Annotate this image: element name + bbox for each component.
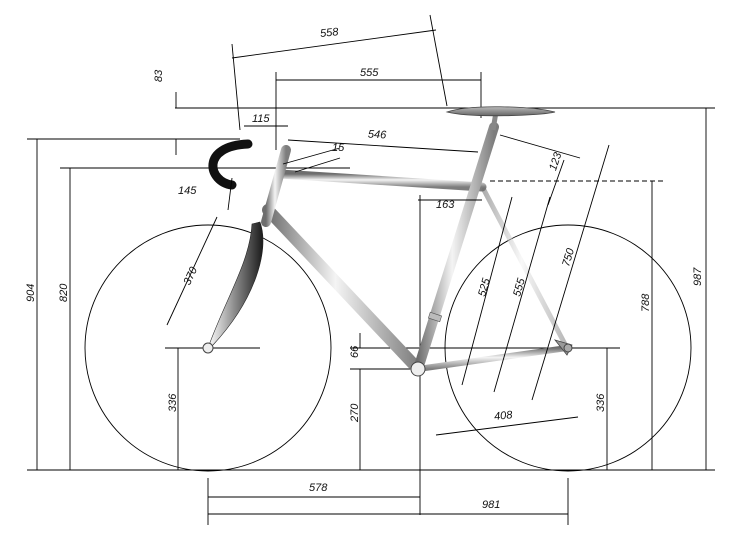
rear-axle xyxy=(563,343,573,353)
dim-top-tube: 546 xyxy=(368,128,388,141)
dim-seat-tube-b: 555 xyxy=(511,276,528,298)
dim-stem-angle: 15 xyxy=(332,142,345,154)
fork xyxy=(207,221,264,349)
dim-rear-axle-height: 336 xyxy=(595,393,607,412)
dim-top-right-span: 555 xyxy=(360,67,379,79)
dim-front-center: 578 xyxy=(309,482,328,494)
dim-top-tube-height: 788 xyxy=(640,293,652,312)
seatstay xyxy=(481,187,570,351)
dimension-lines xyxy=(36,14,707,515)
seat-tube xyxy=(413,122,499,374)
frame xyxy=(261,122,573,377)
dim-bb-offset: 163 xyxy=(436,199,455,211)
dim-bar-drop: 145 xyxy=(178,185,197,197)
dim-wheelbase: 981 xyxy=(482,499,500,511)
dimension-labels: 558 555 83 115 546 15 145 123 163 370 52… xyxy=(25,26,704,511)
handlebar-drop xyxy=(208,139,253,190)
dim-bb-height: 270 xyxy=(349,403,361,423)
saddle xyxy=(445,106,556,117)
down-tube xyxy=(262,204,424,375)
dim-top-left-span: 558 xyxy=(320,26,340,40)
dim-saddle-height: 750 xyxy=(560,246,577,268)
dim-seat-tube-a: 525 xyxy=(476,276,493,298)
dim-bb-drop: 66 xyxy=(349,345,361,358)
front-wheel xyxy=(84,224,332,472)
bottom-bracket xyxy=(410,361,426,377)
front-axle xyxy=(202,342,214,354)
chainstay xyxy=(415,345,570,372)
dim-front-axle-height: 336 xyxy=(167,393,179,412)
dim-saddle-drop: 83 xyxy=(153,69,165,82)
reference-lines xyxy=(27,72,715,525)
dim-head-height: 904 xyxy=(25,284,37,302)
dim-saddle-ground: 987 xyxy=(692,267,704,286)
dim-chainstay: 408 xyxy=(494,409,514,423)
dim-stem-reach: 115 xyxy=(252,113,270,125)
head-tube xyxy=(261,145,291,227)
top-tube xyxy=(275,169,487,192)
dim-fork-length: 370 xyxy=(181,264,200,287)
dim-seat-extension: 123 xyxy=(547,150,564,172)
dim-bar-height: 820 xyxy=(58,283,70,302)
